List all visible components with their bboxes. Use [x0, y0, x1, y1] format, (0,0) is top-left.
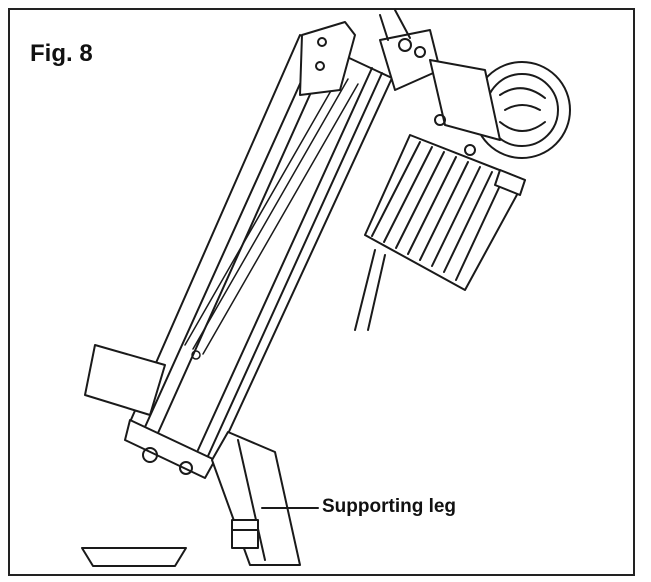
handle-knob	[429, 59, 571, 159]
main-beam	[129, 34, 393, 463]
supporting-leg	[211, 431, 301, 566]
rail-guide	[184, 74, 359, 360]
end-plate	[84, 344, 216, 479]
motor	[354, 134, 526, 331]
callout-supporting-leg: Supporting leg	[322, 496, 457, 517]
top-bracket	[299, 9, 441, 96]
base-foot	[81, 547, 187, 567]
figure-label: Fig. 8	[30, 40, 93, 67]
